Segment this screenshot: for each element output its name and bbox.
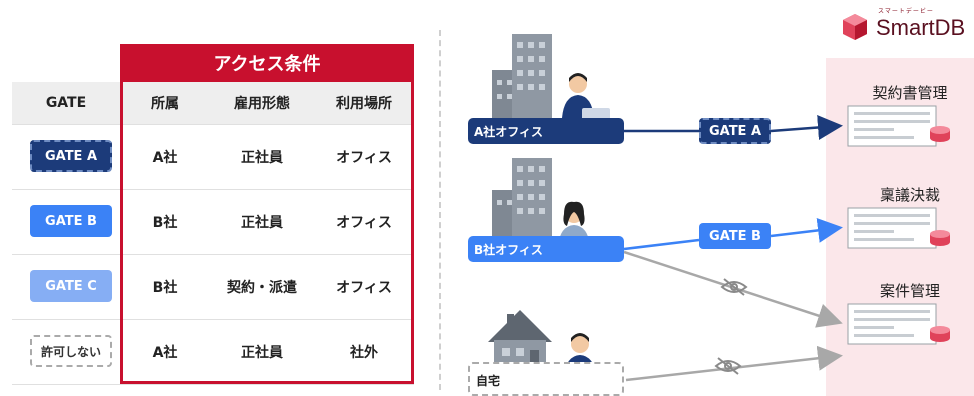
gate-c-badge: GATE C bbox=[30, 270, 112, 302]
row3-affiliation: B社 bbox=[152, 279, 178, 296]
deny-badge: 許可しない bbox=[30, 335, 112, 367]
smartdb-logo-icon bbox=[843, 14, 867, 40]
building-a-icon bbox=[492, 34, 552, 120]
col-header-location: 利用場所 bbox=[336, 96, 392, 112]
row3-location: オフィス bbox=[336, 279, 392, 296]
access-conditions-highlight bbox=[120, 44, 414, 384]
row-divider bbox=[12, 189, 414, 190]
home-label: 自宅 bbox=[468, 362, 624, 396]
row3-employment: 契約・派遣 bbox=[227, 279, 297, 296]
arrow-b-to-gate bbox=[623, 238, 700, 251]
eye-slash-icon bbox=[714, 357, 742, 375]
system-approval-label: 稟議決裁 bbox=[879, 186, 940, 204]
eye-slash-icon bbox=[720, 278, 748, 296]
office-b-label: B社オフィス bbox=[468, 236, 624, 262]
row1-employment: 正社員 bbox=[241, 149, 283, 166]
document-stack-icon bbox=[847, 303, 950, 345]
col-header-gate: GATE bbox=[45, 95, 87, 111]
row-divider bbox=[12, 254, 414, 255]
house-icon bbox=[488, 310, 552, 370]
document-stack-icon bbox=[847, 105, 950, 147]
row4-affiliation: A社 bbox=[152, 344, 178, 361]
table-header-row bbox=[12, 82, 414, 124]
gate-b-badge: GATE B bbox=[30, 205, 112, 237]
row4-location: 社外 bbox=[350, 344, 378, 361]
gate-a-pill: GATE A bbox=[699, 118, 771, 144]
row1-location: オフィス bbox=[336, 149, 392, 166]
row4-employment: 正社員 bbox=[241, 344, 283, 361]
row-divider bbox=[12, 319, 414, 320]
gate-b-pill: GATE B bbox=[699, 223, 771, 249]
logo-katakana: スマートデービー bbox=[878, 8, 934, 15]
section-divider bbox=[439, 30, 441, 390]
row2-affiliation: B社 bbox=[152, 214, 178, 231]
system-contract-label: 契約書管理 bbox=[872, 84, 948, 102]
building-b-icon bbox=[492, 158, 552, 238]
access-conditions-table: アクセス条件 GATE 所属 雇用形態 利用場所 GATE A A社 正社員 オ… bbox=[12, 0, 414, 396]
gate-a-badge: GATE A bbox=[30, 140, 112, 172]
logo-wordmark: SmartDB bbox=[876, 15, 966, 40]
system-project-label: 案件管理 bbox=[879, 282, 940, 300]
row-divider bbox=[12, 384, 414, 385]
arrow-gate-a-to-contract bbox=[770, 115, 843, 140]
row-divider bbox=[12, 124, 414, 125]
row2-employment: 正社員 bbox=[241, 214, 283, 231]
office-a-label: A社オフィス bbox=[468, 118, 624, 144]
access-conditions-header: アクセス条件 bbox=[120, 44, 414, 82]
col-header-employment: 雇用形態 bbox=[234, 96, 290, 112]
person-a-icon bbox=[562, 73, 610, 124]
col-header-affiliation: 所属 bbox=[151, 96, 179, 112]
document-stack-icon bbox=[847, 207, 950, 249]
arrow-gate-b-to-approval bbox=[770, 217, 843, 243]
row2-location: オフィス bbox=[336, 214, 392, 231]
row1-affiliation: A社 bbox=[152, 149, 178, 166]
